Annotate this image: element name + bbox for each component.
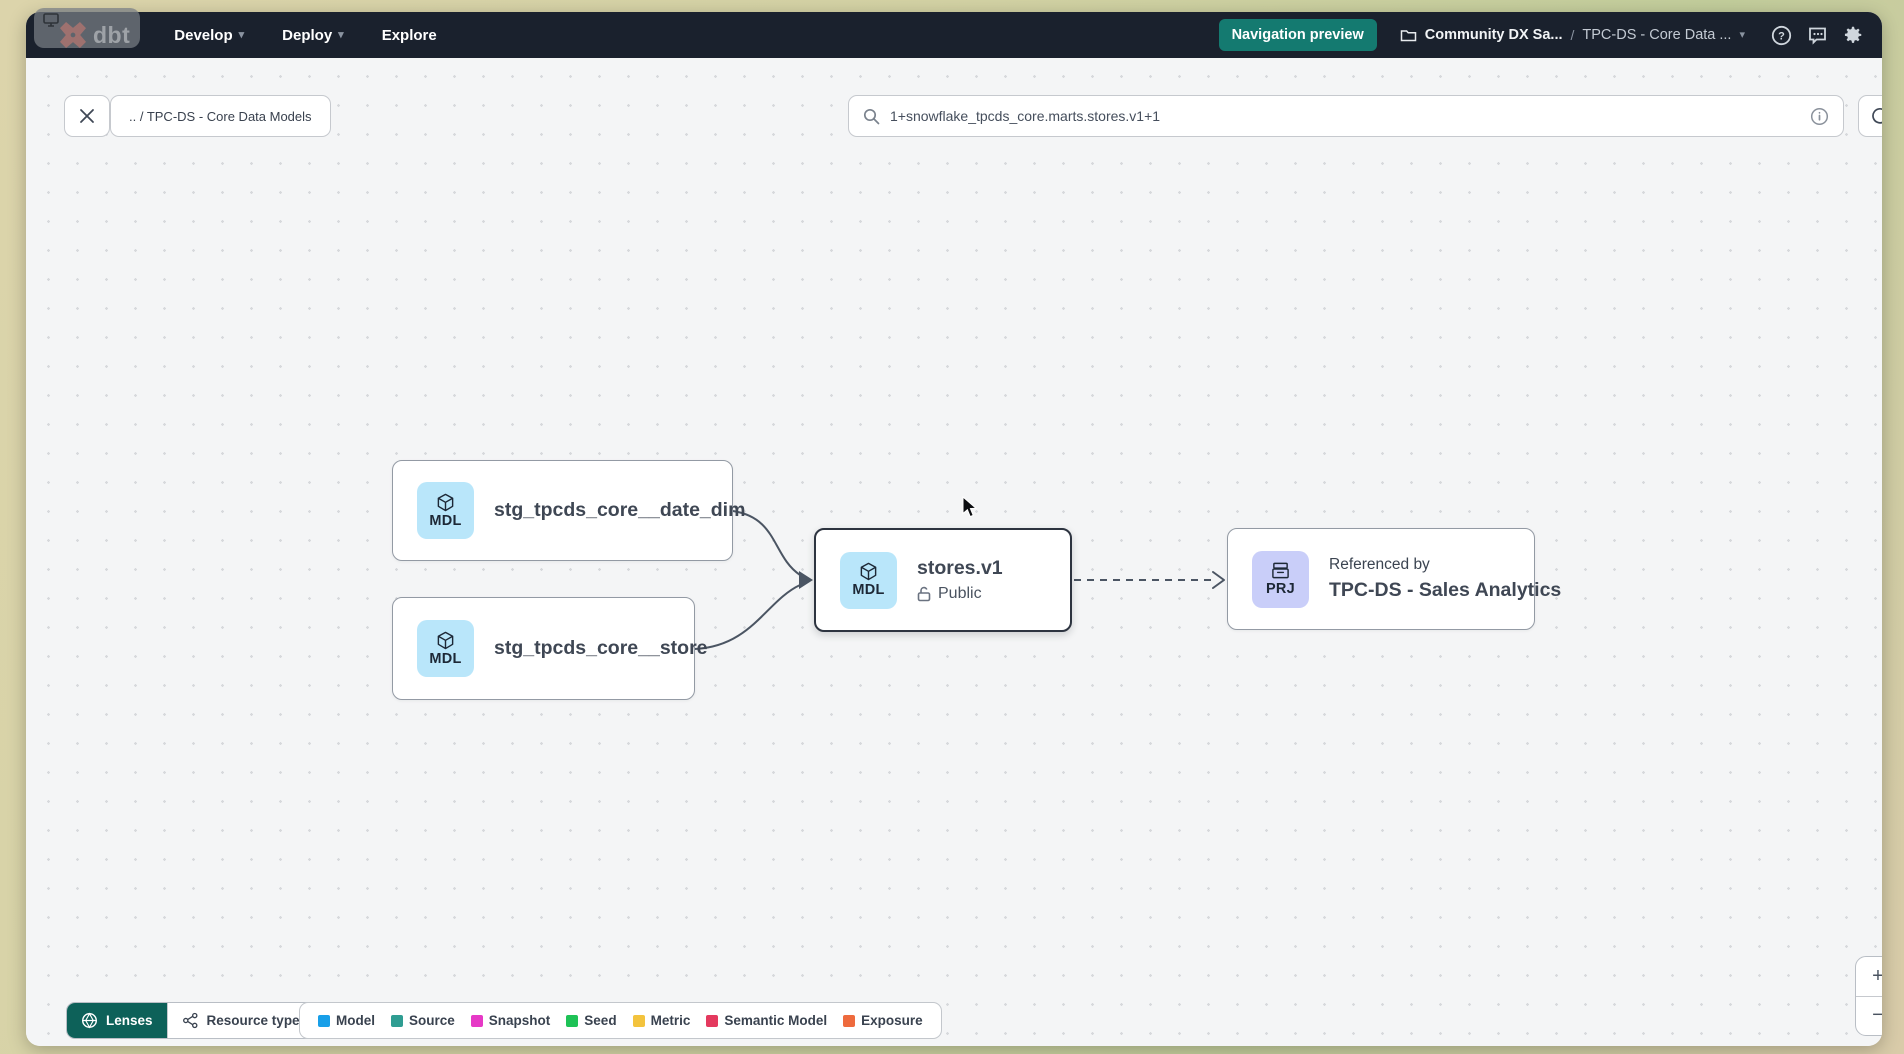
resource-legend: Model Source Snapshot Seed Metric Semantic Mo… [299, 1002, 942, 1039]
search-icon [863, 108, 880, 124]
project-breadcrumb[interactable]: Community DX Sa... / TPC-DS - Core Data … [1400, 27, 1745, 43]
legend-item: Seed [566, 1013, 617, 1028]
unlock-icon [917, 586, 931, 602]
zoom-out-button[interactable]: − [1856, 997, 1882, 1036]
legend-swatch [706, 1014, 719, 1027]
legend-item: Source [391, 1013, 455, 1028]
info-icon[interactable] [1810, 107, 1829, 126]
main-menu: Develop ▾ Deploy ▾ Explore [174, 27, 436, 44]
refresh-icon [1872, 107, 1882, 124]
legend-swatch [391, 1014, 403, 1027]
refresh-button[interactable] [1858, 95, 1882, 137]
lenses-icon [81, 1012, 98, 1029]
node-title: stg_tpcds_core__store [494, 637, 708, 659]
model-badge: MDL [417, 482, 474, 539]
legend-label: Exposure [861, 1013, 923, 1028]
legend-item: Exposure [843, 1013, 923, 1028]
node-stores-v1[interactable]: MDL stores.v1 Public [814, 528, 1072, 632]
cube-icon [437, 493, 454, 511]
chevron-down-icon: ▾ [338, 28, 344, 41]
node-title: stores.v1 [917, 557, 1003, 579]
feedback-icon[interactable] [1806, 24, 1828, 46]
zoom-in-button[interactable]: + [1856, 957, 1882, 997]
menu-develop[interactable]: Develop ▾ [174, 26, 245, 44]
svg-text:?: ? [1778, 30, 1785, 42]
legend-swatch [632, 1014, 645, 1027]
app-window: dbt Develop ▾ Deploy ▾ Explore Navigatio… [26, 12, 1882, 1046]
monitor-icon [43, 13, 59, 27]
resource-type-icon [182, 1012, 198, 1029]
legend-item: Snapshot [470, 1013, 551, 1028]
model-badge: MDL [417, 620, 474, 677]
legend-swatch [318, 1014, 330, 1027]
lineage-search[interactable] [848, 95, 1844, 137]
node-stg-tpcds-core-store[interactable]: MDL stg_tpcds_core__store [392, 597, 708, 700]
legend-label: Metric [650, 1013, 691, 1028]
node-tpcds-sales-analytics[interactable]: PRJ Referenced by TPC-DS - Sales Analyti… [1227, 528, 1561, 630]
chevron-down-icon: ▾ [238, 28, 245, 41]
lineage-canvas[interactable]: MDL stg_tpcds_core__date_dim MDL stg_tpc… [26, 58, 1882, 1046]
access-row: Public [917, 585, 1003, 603]
settings-gear-icon[interactable] [1842, 24, 1864, 46]
lineage-breadcrumb-chip[interactable]: .. / TPC-DS - Core Data Models [110, 95, 331, 137]
legend-swatch [566, 1014, 579, 1027]
cube-icon [437, 631, 454, 649]
help-icon[interactable]: ? [1770, 24, 1792, 46]
folder-icon [1400, 29, 1416, 41]
legend-label: Model [336, 1013, 375, 1028]
legend-label: Semantic Model [724, 1013, 828, 1028]
archive-icon [1272, 562, 1289, 579]
menu-explore[interactable]: Explore [381, 26, 437, 44]
zoom-controls: + − [1855, 956, 1882, 1036]
legend-label: Source [409, 1013, 455, 1028]
lenses-button[interactable]: Lenses [67, 1003, 167, 1038]
close-icon [80, 109, 94, 123]
menu-deploy[interactable]: Deploy ▾ [282, 26, 344, 44]
legend-label: Seed [584, 1013, 617, 1028]
cube-icon [860, 562, 877, 581]
search-input[interactable] [890, 108, 1800, 124]
referenced-by-label: Referenced by [1329, 556, 1430, 573]
close-lineage-button[interactable] [64, 95, 110, 137]
node-title: TPC-DS - Sales Analytics [1329, 579, 1562, 601]
legend-swatch [470, 1014, 483, 1027]
legend-swatch [843, 1014, 856, 1027]
chevron-down-icon: ▾ [1739, 28, 1745, 41]
screen-recorder-chip [34, 8, 140, 48]
project-badge: PRJ [1252, 550, 1309, 608]
view-controls: Lenses Resource type ⌄ [66, 1002, 332, 1039]
node-title: stg_tpcds_core__date_dim [494, 499, 746, 521]
model-badge: MDL [840, 551, 897, 609]
navigation-preview-badge[interactable]: Navigation preview [1218, 19, 1377, 51]
legend-item: Model [318, 1013, 375, 1028]
legend-item: Metric [632, 1013, 691, 1028]
top-navbar: dbt Develop ▾ Deploy ▾ Explore Navigatio… [26, 12, 1882, 58]
navbar-icon-group: ? [1770, 24, 1864, 46]
navbar-right: Navigation preview Community DX Sa... / … [1218, 19, 1864, 51]
legend-item: Semantic Model [706, 1013, 827, 1028]
node-stg-tpcds-core-date-dim[interactable]: MDL stg_tpcds_core__date_dim [392, 460, 745, 561]
legend-label: Snapshot [488, 1013, 551, 1028]
